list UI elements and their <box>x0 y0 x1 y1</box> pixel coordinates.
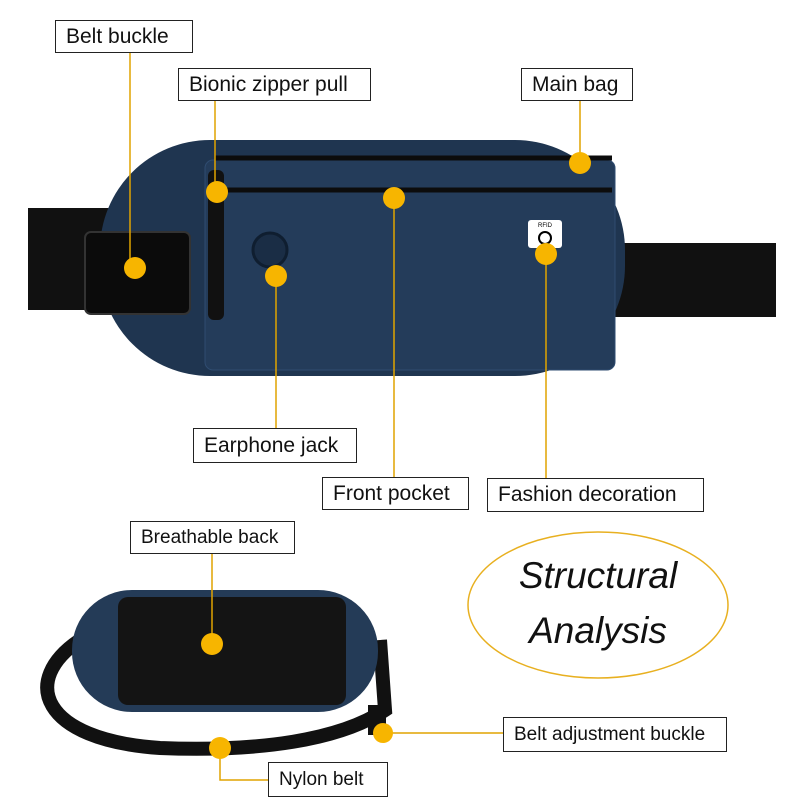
label-earphone-jack: Earphone jack <box>193 428 357 463</box>
markers <box>124 152 591 759</box>
rfid-badge <box>528 220 562 248</box>
label-belt-adjustment-buckle: Belt adjustment buckle <box>503 717 727 752</box>
marker-main-bag <box>569 152 591 174</box>
marker-breathable-back <box>201 633 223 655</box>
marker-belt-buckle <box>124 257 146 279</box>
label-belt-buckle: Belt buckle <box>55 20 193 53</box>
right-strap <box>605 243 776 317</box>
marker-zipper-pull <box>206 181 228 203</box>
label-fashion-decoration: Fashion decoration <box>487 478 704 512</box>
breathable-mesh <box>118 597 346 705</box>
nylon-belt-strap <box>40 634 393 756</box>
title-ellipse <box>467 531 729 679</box>
title-line-1: Structural <box>518 555 678 596</box>
marker-fashion-decoration <box>535 243 557 265</box>
label-breathable-back: Breathable back <box>130 521 295 554</box>
marker-front-pocket <box>383 187 405 209</box>
title-line-2: Analysis <box>529 610 667 651</box>
marker-earphone-jack <box>265 265 287 287</box>
rfid-badge-text: RFID <box>538 223 553 229</box>
label-nylon-belt: Nylon belt <box>268 762 388 797</box>
label-bionic-zipper-pull: Bionic zipper pull <box>178 68 371 101</box>
zipper-pull <box>208 170 224 320</box>
marker-adjustment-buckle <box>373 723 393 743</box>
marker-nylon-belt <box>209 737 231 759</box>
earphone-jack-port <box>251 231 289 269</box>
label-front-pocket: Front pocket <box>322 477 469 510</box>
label-main-bag: Main bag <box>521 68 633 101</box>
